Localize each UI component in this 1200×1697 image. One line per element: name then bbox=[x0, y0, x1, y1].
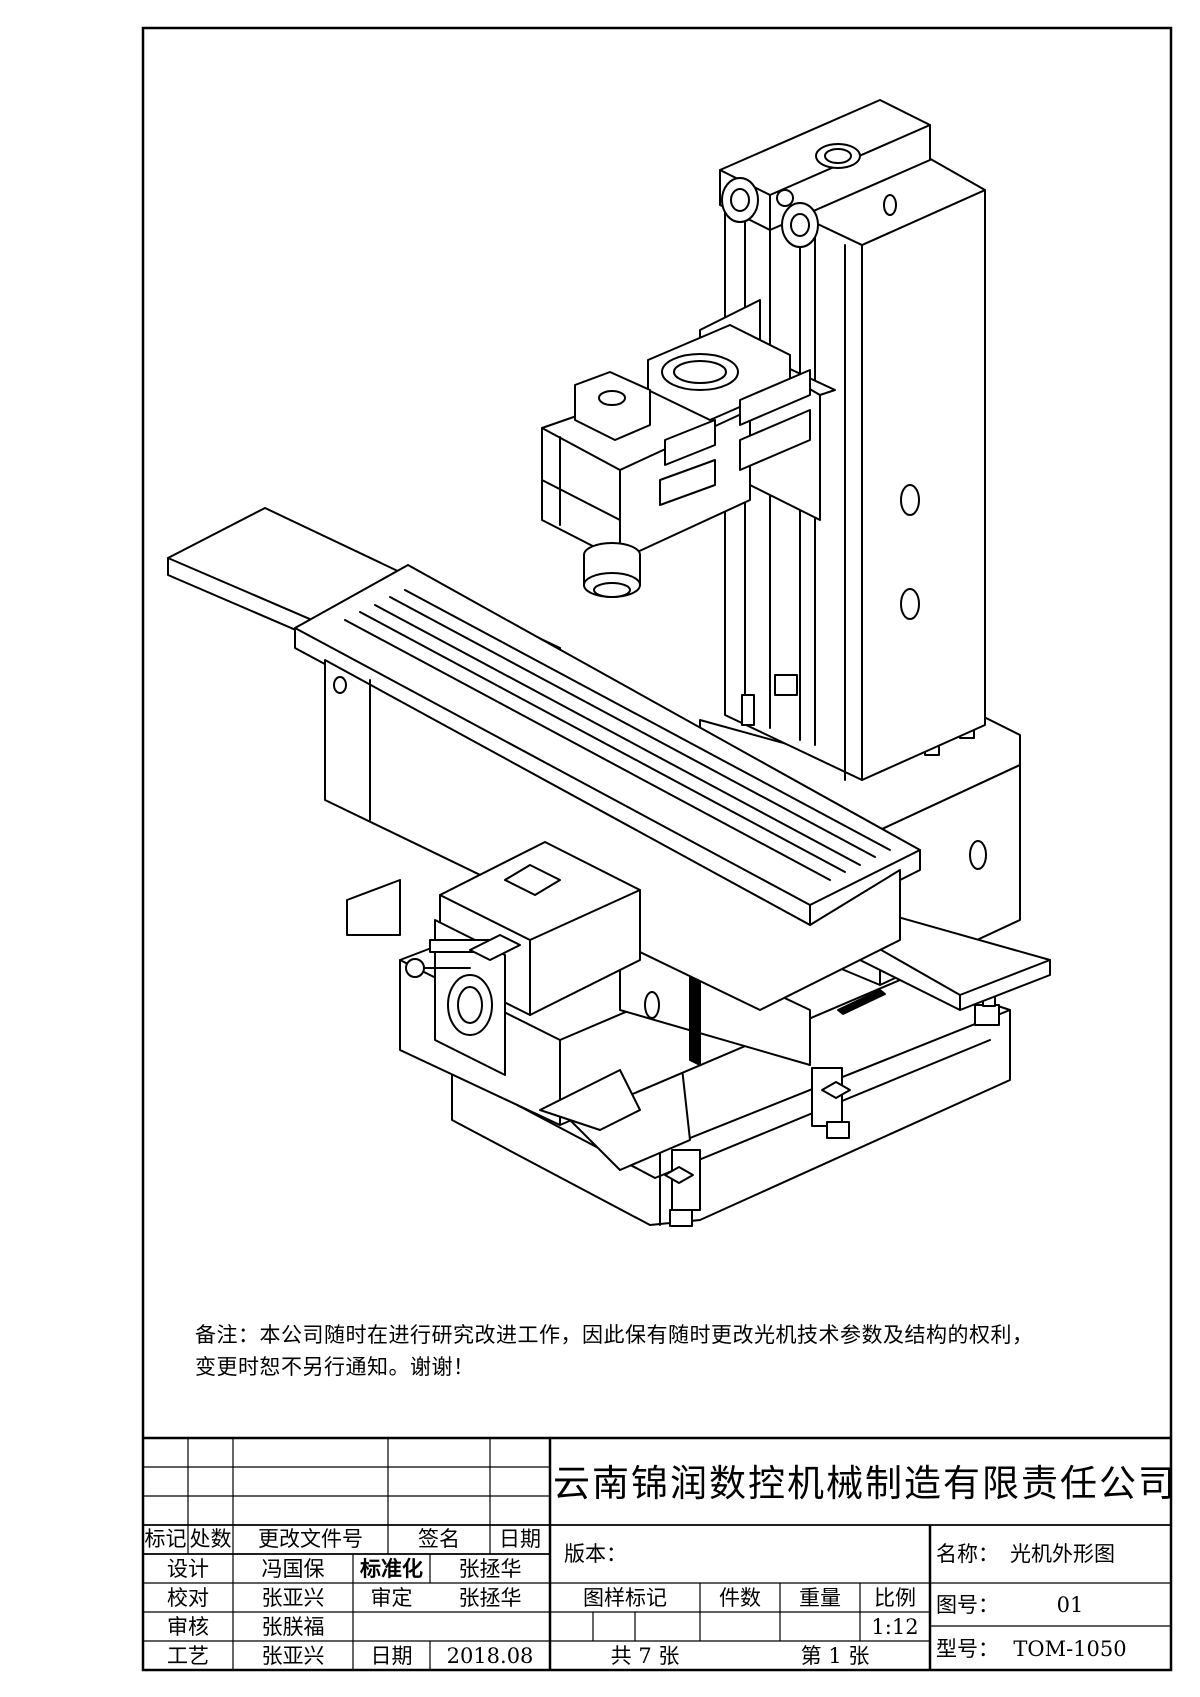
drawing-no-value: 01 bbox=[1056, 1593, 1084, 1617]
drawing-border bbox=[141, 26, 1173, 1672]
version-label: 版本： bbox=[564, 1542, 627, 1566]
check-label: 校对 bbox=[167, 1586, 209, 1610]
design-label: 设计 bbox=[167, 1557, 209, 1581]
process-label: 工艺 bbox=[167, 1644, 209, 1668]
title-block-grid bbox=[143, 1436, 1171, 1670]
machine-table bbox=[294, 564, 921, 1076]
review-label: 审核 bbox=[167, 1615, 209, 1639]
check-name: 张亚兴 bbox=[261, 1586, 325, 1610]
sheet-number: 第 1 张 bbox=[800, 1644, 870, 1668]
machine-illustration bbox=[167, 99, 1051, 1227]
date-label: 日期 bbox=[370, 1644, 413, 1668]
note-line-1: 备注：本公司随时在进行研究改进工作，因此保有随时更改光机技术参数及结构的权利， bbox=[195, 1323, 1034, 1347]
pieces-header: 件数 bbox=[719, 1586, 761, 1610]
drawing-no-label: 图号： bbox=[936, 1593, 999, 1617]
pattern-mark-header: 图样标记 bbox=[583, 1586, 667, 1610]
standard-name: 张拯华 bbox=[458, 1557, 522, 1581]
scale-value: 1:12 bbox=[871, 1615, 919, 1639]
approve-name: 张拯华 bbox=[458, 1586, 522, 1610]
approve-label: 审定 bbox=[370, 1586, 413, 1610]
machine-headstock bbox=[541, 299, 836, 598]
weight-header: 重量 bbox=[799, 1586, 841, 1610]
name-value: 光机外形图 bbox=[1010, 1542, 1115, 1566]
revision-doc-header: 更改文件号 bbox=[258, 1527, 363, 1551]
total-sheets: 共 7 张 bbox=[610, 1644, 680, 1668]
model-value: TOM-1050 bbox=[1013, 1637, 1127, 1661]
model-label: 型号： bbox=[936, 1637, 999, 1661]
date-value: 2018.08 bbox=[446, 1644, 534, 1668]
process-name: 张亚兴 bbox=[261, 1644, 325, 1668]
revision-count-header: 处数 bbox=[189, 1527, 232, 1551]
revision-date-header: 日期 bbox=[499, 1527, 541, 1551]
scale-header: 比例 bbox=[874, 1586, 916, 1610]
revision-signature-header: 签名 bbox=[418, 1527, 460, 1551]
review-name: 张朕福 bbox=[261, 1615, 325, 1639]
revision-mark-header: 标记 bbox=[144, 1527, 187, 1551]
standard-label: 标准化 bbox=[360, 1556, 423, 1581]
design-name: 冯国保 bbox=[261, 1557, 325, 1581]
name-label: 名称： bbox=[936, 1542, 999, 1566]
note-line-2: 变更时恕不另行通知。谢谢！ bbox=[195, 1355, 475, 1379]
company-name: 云南锦润数控机械制造有限责任公司 bbox=[553, 1462, 1177, 1505]
